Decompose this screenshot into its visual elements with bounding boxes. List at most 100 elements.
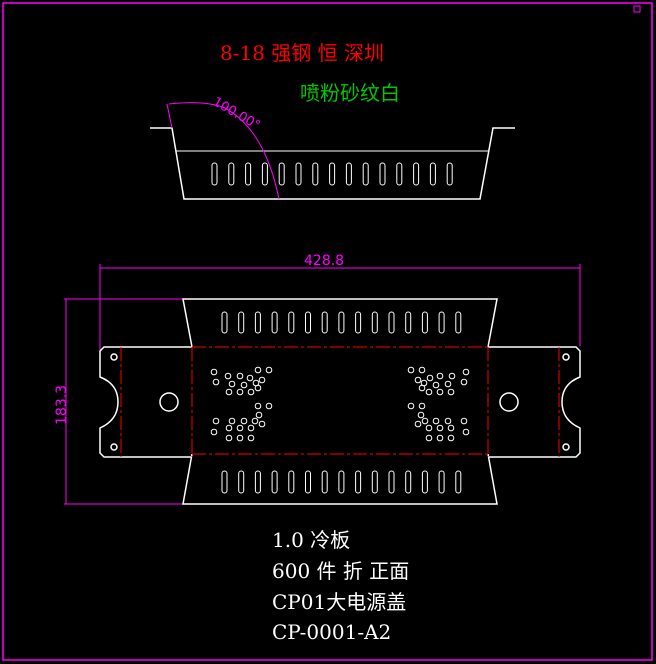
height-label: 183.3 (54, 385, 70, 425)
slot (429, 162, 436, 186)
slot (321, 311, 328, 334)
slot (371, 311, 378, 334)
slot (228, 162, 235, 186)
side-view (150, 127, 515, 200)
note-material: 1.0 冷板 (272, 528, 350, 552)
flat-pattern (99, 298, 581, 505)
fold-lines (120, 346, 560, 457)
vent-hole (417, 411, 425, 419)
vent-hole (254, 402, 262, 410)
vent-hole (254, 384, 262, 392)
vent-hole (447, 424, 455, 432)
vent-hole (460, 417, 468, 425)
slot (254, 311, 261, 334)
finish-label: 喷粉砂纹白 (300, 81, 400, 105)
slot (271, 311, 278, 334)
vent-hole (212, 378, 220, 386)
vent-hole (247, 434, 255, 442)
vent-hole (236, 434, 244, 442)
slot (421, 470, 428, 494)
vent-hole (436, 424, 444, 432)
slot (413, 162, 420, 186)
width-label: 428.8 (304, 253, 344, 269)
vent-hole (247, 388, 255, 396)
slot (211, 162, 218, 186)
slot (295, 162, 302, 186)
slot (455, 470, 462, 494)
slot (446, 162, 453, 186)
vent-hole (258, 376, 266, 384)
height-dimension (64, 298, 183, 505)
vent-hole (460, 378, 468, 386)
slot (379, 162, 386, 186)
vent-hole (255, 411, 263, 419)
vent-hole (425, 434, 433, 442)
vent-hole (240, 417, 248, 425)
slot (221, 470, 228, 494)
vent-hole (432, 417, 440, 425)
slot (338, 311, 345, 334)
slot (388, 470, 395, 494)
vent-hole (236, 424, 244, 432)
vent-hole (247, 424, 255, 432)
slot (438, 311, 445, 334)
slot (405, 470, 412, 494)
slot (338, 470, 345, 494)
note-quantity: 600 件 折 正面 (272, 559, 409, 583)
vent-hole (418, 366, 426, 374)
vent-hole (444, 417, 452, 425)
slot (288, 470, 295, 494)
vent-hole (448, 372, 456, 380)
vent-hole (236, 388, 244, 396)
vent-hole (240, 381, 248, 389)
slot (271, 470, 278, 494)
vent-hole (414, 376, 422, 384)
vent-hole (426, 374, 434, 382)
vent-hole (225, 388, 233, 396)
vent-hole (212, 417, 220, 425)
slot (421, 311, 428, 334)
vent-hole (224, 372, 232, 380)
vent-hole (265, 402, 273, 410)
slot (221, 311, 228, 334)
slot (238, 311, 245, 334)
vent-hole (447, 388, 455, 396)
vent-hole (436, 372, 444, 380)
slot (288, 311, 295, 334)
slot (388, 311, 395, 334)
slot (355, 470, 362, 494)
vent-hole (407, 366, 415, 374)
vent-hole (425, 424, 433, 432)
notes: 1.0 冷板 600 件 折 正面 CP01大电源盖 CP-0001-A2 (272, 528, 409, 644)
vent-hole (236, 372, 244, 380)
vent-slots (211, 162, 462, 494)
slot (455, 311, 462, 334)
slot (238, 470, 245, 494)
note-part-number: CP-0001-A2 (272, 620, 391, 644)
slot (329, 162, 336, 186)
slot (438, 470, 445, 494)
note-part-name: CP01大电源盖 (272, 590, 406, 614)
vent-hole (407, 402, 415, 410)
vent-hole (228, 380, 236, 388)
angle-label: 100.00° (210, 94, 263, 133)
vent-hole (258, 420, 266, 428)
slot (312, 162, 319, 186)
vent-hole (210, 428, 218, 436)
vent-hole (425, 388, 433, 396)
vent-hole (246, 374, 254, 382)
vent-hole (265, 366, 273, 374)
slot (371, 470, 378, 494)
vent-hole (436, 388, 444, 396)
slot (321, 470, 328, 494)
vent-hole (421, 417, 429, 425)
vent-hole (251, 417, 259, 425)
slot (362, 162, 369, 186)
vent-hole (225, 434, 233, 442)
slot (261, 162, 268, 186)
vent-hole (210, 368, 218, 376)
slot (405, 311, 412, 334)
slot (245, 162, 252, 186)
